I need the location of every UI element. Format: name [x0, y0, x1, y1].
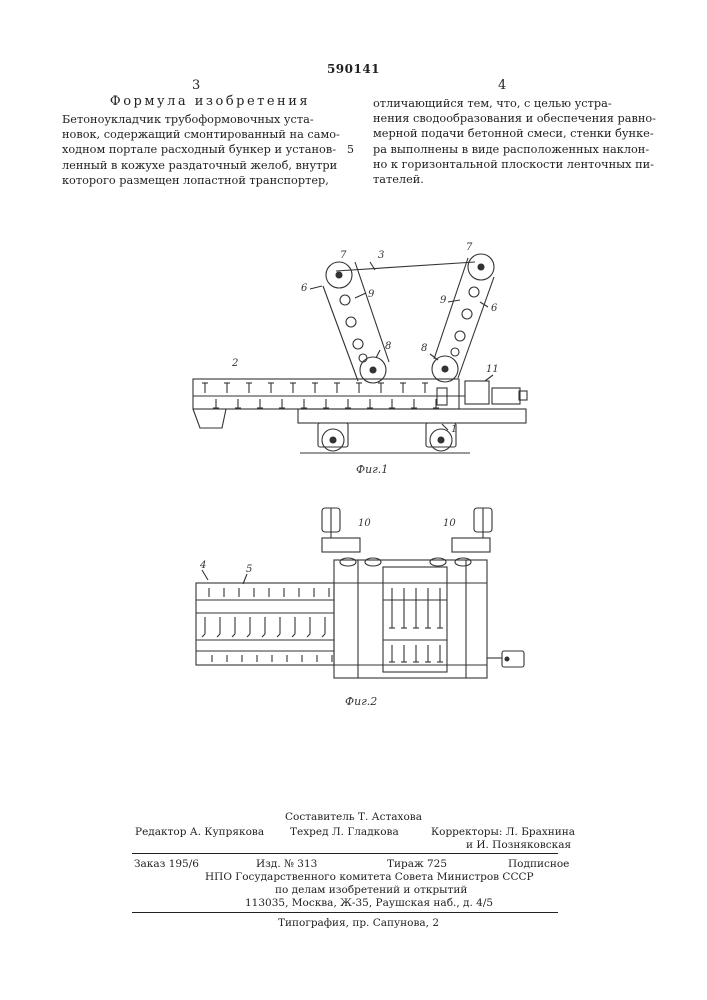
- order: Заказ 195/6: [134, 857, 199, 871]
- fig2-reference-label: 4: [199, 560, 206, 571]
- fig1-reference-label: 9: [440, 295, 447, 306]
- fig1-reference-label: 11: [486, 364, 499, 375]
- address: 113035, Москва, Ж-35, Раушская наб., д. …: [245, 896, 493, 910]
- fig1-reference-label: 9: [368, 289, 375, 300]
- fig1-reference-label: 7: [340, 250, 347, 261]
- fig1-reference-label: 2: [231, 358, 238, 369]
- organization-2: по делам изобретений и открытий: [275, 883, 467, 897]
- organization: НПО Государственного комитета Совета Мин…: [205, 870, 534, 884]
- correctors-2: и И. Позняковская: [466, 838, 571, 852]
- fig1-reference-label: 6: [301, 283, 308, 294]
- editor: Редактор А. Купрякова: [135, 825, 264, 839]
- fig2-caption: Фиг.2: [345, 695, 377, 708]
- fig1-reference-label: 1: [451, 424, 457, 435]
- fig2-reference-label: 10: [443, 518, 456, 529]
- figure-1: [193, 254, 527, 453]
- left-belt-feeder: [323, 262, 389, 383]
- printer: Типография, пр. Сапунова, 2: [278, 916, 439, 930]
- separator-line: [132, 912, 558, 913]
- edition: Изд. № 313: [256, 857, 317, 871]
- fig1-reference-label: 3: [378, 250, 384, 261]
- correctors: Корректоры: Л. Брахнина: [431, 825, 575, 839]
- carriage: [298, 409, 526, 453]
- fig2-reference-label: 5: [246, 564, 252, 575]
- trough: [193, 379, 527, 428]
- fig1-reference-label: 8: [385, 341, 391, 352]
- subscription: Подписное: [508, 857, 569, 871]
- techred: Техред Л. Гладкова: [290, 825, 399, 839]
- fig1-reference-label: 7: [466, 242, 473, 253]
- fig1-reference-label: 8: [421, 343, 427, 354]
- fig2-reference-label: 10: [358, 518, 371, 529]
- fig1-caption: Фиг.1: [356, 463, 388, 476]
- fig1-reference-label: 6: [491, 303, 498, 314]
- figure-2: [196, 508, 524, 678]
- compiler: Составитель Т. Астахова: [285, 810, 422, 824]
- right-belt-feeder: [432, 254, 494, 382]
- circulation: Тираж 725: [387, 857, 447, 871]
- separator-line: [132, 853, 558, 854]
